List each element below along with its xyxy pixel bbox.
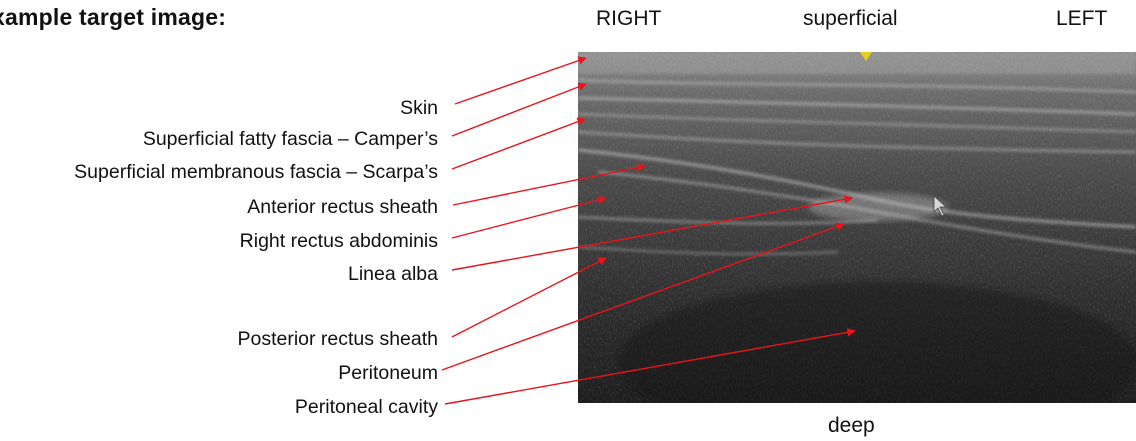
ultrasound-image bbox=[578, 52, 1136, 403]
label-right-rectus-abdominis: Right rectus abdominis bbox=[240, 230, 438, 252]
page-title: xample target image: bbox=[0, 4, 226, 31]
orientation-deep-label: deep bbox=[828, 414, 875, 438]
arrow-campers-fascia bbox=[452, 84, 586, 136]
label-posterior-rectus-sheath: Posterior rectus sheath bbox=[237, 328, 438, 350]
label-peritoneum: Peritoneum bbox=[338, 362, 438, 384]
label-campers-fascia: Superficial fatty fascia – Camper’s bbox=[143, 128, 438, 150]
label-scarpas-fascia: Superficial membranous fascia – Scarpa’s bbox=[74, 161, 438, 183]
orientation-right-label: RIGHT bbox=[596, 7, 661, 31]
arrow-scarpas-fascia bbox=[452, 119, 585, 169]
orientation-left-label: LEFT bbox=[1056, 7, 1107, 31]
label-skin: Skin bbox=[400, 97, 438, 119]
label-linea-alba: Linea alba bbox=[348, 263, 438, 285]
arrow-skin bbox=[455, 58, 586, 104]
label-peritoneal-cavity: Peritoneal cavity bbox=[295, 396, 438, 418]
label-anterior-rectus-sheath: Anterior rectus sheath bbox=[247, 196, 438, 218]
orientation-superficial-label: superficial bbox=[803, 7, 898, 31]
